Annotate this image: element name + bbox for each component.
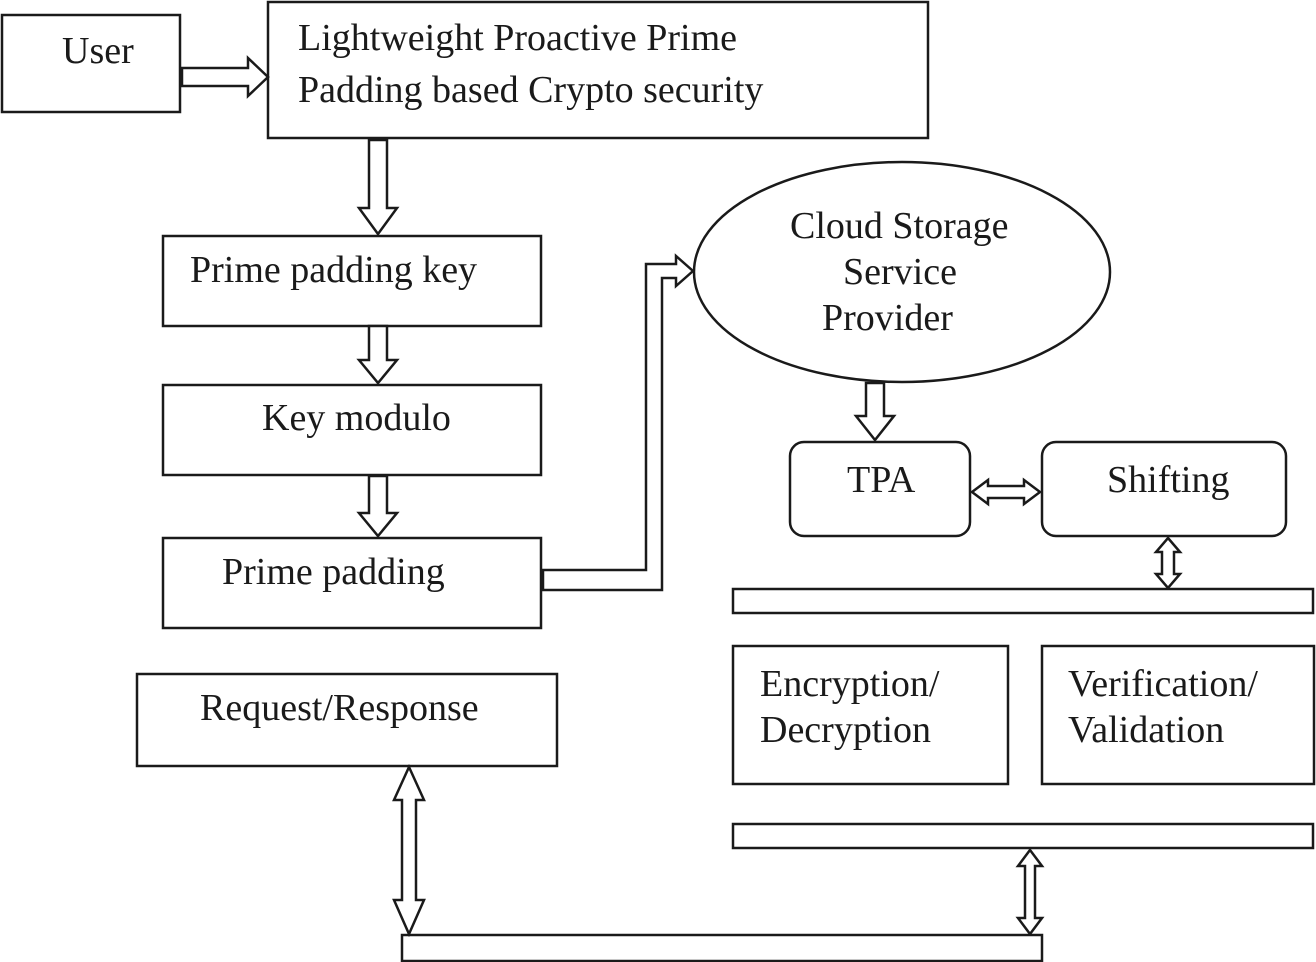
cloud-label-line3: Provider (822, 297, 953, 339)
arrow-tpa-shifting (969, 477, 1043, 507)
shifting-box (1040, 440, 1288, 538)
cloud-label-line1: Cloud Storage (790, 205, 1008, 247)
user-label: User (62, 30, 134, 72)
request-response-box (135, 672, 559, 768)
arrow-crypto-to-key (356, 138, 400, 237)
lower-bus-bar (731, 822, 1315, 850)
cloud-storage-ellipse (692, 160, 1112, 384)
encryption-box (731, 644, 1010, 786)
arrow-padding-to-cloud (541, 253, 695, 592)
upper-bus-bar (731, 587, 1315, 615)
verification-label-line1: Verification/ (1068, 663, 1258, 705)
shifting-label: Shifting (1107, 459, 1229, 501)
arrow-lowerbar-bottombar (1015, 847, 1045, 937)
user-box (0, 13, 182, 114)
arrow-modulo-to-padding (356, 474, 400, 538)
key-modulo-box (161, 383, 543, 477)
arrow-cloud-to-tpa (853, 381, 897, 443)
arrow-shifting-bar (1153, 536, 1183, 590)
prime-padding-key-box (161, 234, 543, 328)
arrow-key-to-modulo (356, 324, 400, 385)
crypto-security-label-line1: Lightweight Proactive Prime (298, 17, 737, 59)
key-modulo-label: Key modulo (262, 397, 451, 439)
verification-label-line2: Validation (1068, 709, 1224, 751)
tpa-label: TPA (847, 459, 916, 501)
prime-padding-box (161, 536, 543, 630)
tpa-box (788, 440, 972, 538)
encryption-label-line1: Encryption/ (760, 663, 940, 705)
request-response-label: Request/Response (200, 687, 479, 729)
prime-padding-label: Prime padding (222, 551, 445, 593)
arrow-user-to-crypto (180, 55, 270, 99)
encryption-label-line2: Decryption (760, 709, 931, 751)
arrow-request-bottombar (392, 763, 426, 938)
crypto-security-box (266, 0, 930, 140)
bottom-bus-bar (400, 933, 1044, 962)
prime-padding-key-label: Prime padding key (190, 249, 477, 291)
cloud-label-line2: Service (843, 251, 957, 293)
crypto-security-label-line2: Padding based Crypto security (298, 69, 763, 111)
verification-box (1040, 644, 1316, 786)
